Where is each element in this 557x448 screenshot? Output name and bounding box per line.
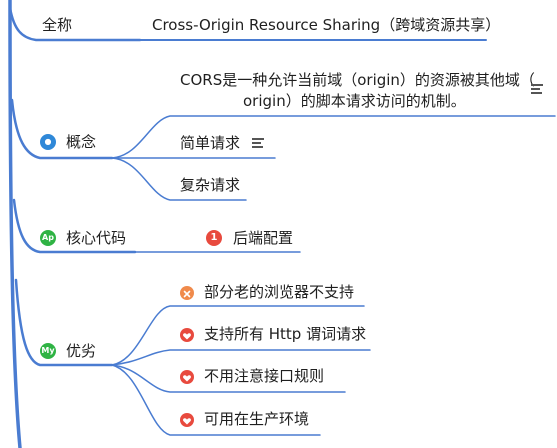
heart-icon: [180, 413, 194, 427]
pros-cons-item[interactable]: 可用在生产环境: [204, 410, 310, 428]
concept-definition-line1[interactable]: CORS是一种允许当前域（origin）的资源被其他域（: [180, 71, 535, 89]
branch-pros-cons-label[interactable]: 优劣: [66, 342, 97, 360]
branch-full-name-label[interactable]: 全称: [42, 16, 73, 34]
concept-definition-line2[interactable]: origin）的脚本请求访问的机制。: [243, 92, 466, 110]
priority-one-icon: 1: [206, 230, 222, 246]
pros-cons-item[interactable]: 部分老的浏览器不支持: [204, 283, 355, 301]
heart-icon: [180, 370, 194, 384]
simple-request-node[interactable]: 简单请求: [180, 134, 241, 152]
pros-cons-item[interactable]: 支持所有 Http 谓词请求: [204, 325, 367, 343]
full-name-value[interactable]: Cross-Origin Resource Sharing（跨域资源共享）: [152, 16, 501, 34]
backend-config-node[interactable]: 后端配置: [233, 229, 294, 247]
complex-request-node[interactable]: 复杂请求: [180, 176, 241, 194]
my-icon: My: [40, 343, 56, 359]
note-icon[interactable]: [531, 84, 543, 94]
cross-icon: [180, 286, 194, 300]
heart-icon: [180, 328, 194, 342]
note-icon[interactable]: [252, 138, 264, 148]
app-icon: Ap: [40, 230, 56, 246]
branch-concept-label[interactable]: 概念: [66, 133, 97, 151]
pros-cons-item[interactable]: 不用注意接口规则: [204, 367, 325, 385]
user-icon: ●: [40, 134, 56, 150]
branch-core-code-label[interactable]: 核心代码: [66, 229, 127, 247]
